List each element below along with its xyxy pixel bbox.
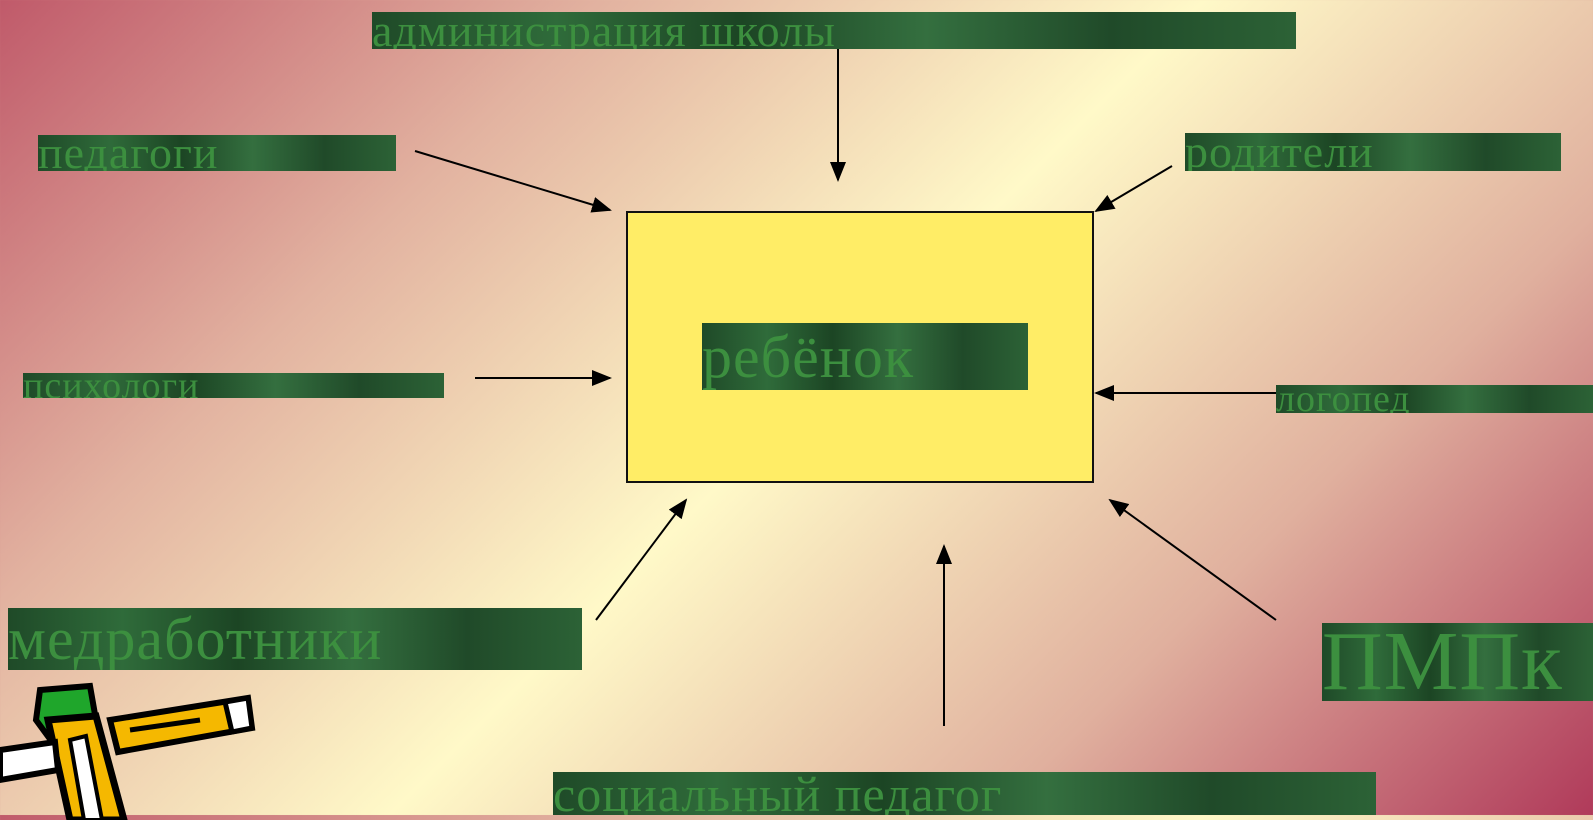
- arrow-teachers: [414, 150, 612, 213]
- child-label: ребёнок: [702, 323, 1028, 390]
- psychologists-label: психологи: [23, 373, 444, 398]
- child-box: ребёнок: [626, 211, 1094, 483]
- social-pedagogue-label: социальный педагог: [553, 772, 1376, 815]
- arrow-medical-workers: [595, 498, 688, 621]
- speech-therapist-label: логопед: [1276, 385, 1593, 413]
- pencil-icon: [0, 682, 256, 820]
- arrow-parents: [1094, 165, 1173, 213]
- arrow-pmpk: [1108, 498, 1277, 621]
- teachers-label: педагоги: [38, 135, 396, 171]
- pmpk-label: ПМПк: [1322, 623, 1593, 701]
- parents-label: родители: [1185, 133, 1561, 171]
- medical-workers-label: медработники: [8, 608, 582, 670]
- administration-label: администрация школы: [372, 12, 1296, 49]
